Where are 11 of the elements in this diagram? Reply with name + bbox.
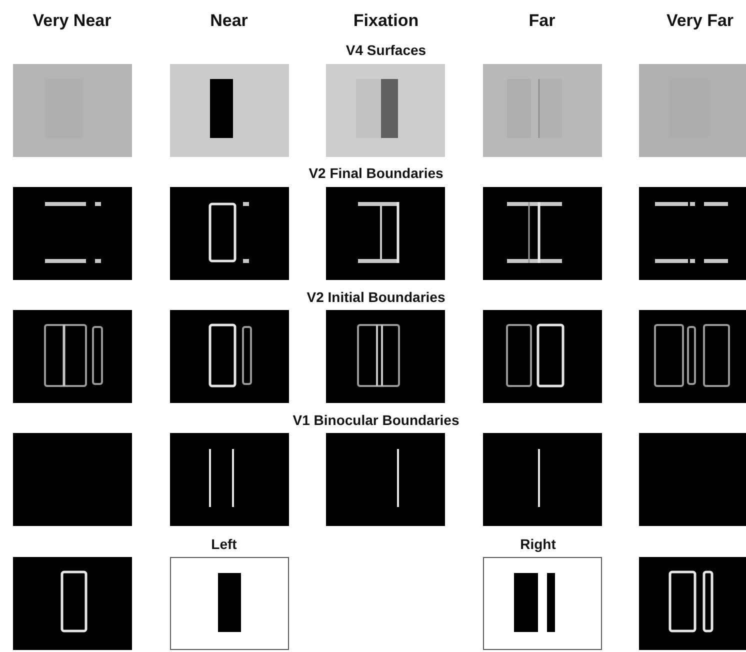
row-title: V4 Surfaces — [346, 43, 426, 57]
column-header: Fixation — [353, 12, 419, 29]
row-title: V2 Initial Boundaries — [306, 290, 446, 304]
row-title: V1 Binocular Boundaries — [292, 413, 460, 427]
column-header: Far — [528, 12, 556, 29]
column-header: Very Near — [32, 12, 112, 29]
image-caption: Left — [211, 537, 237, 551]
image-caption: Right — [520, 537, 556, 551]
column-header: Near — [210, 12, 248, 29]
column-header: Very Far — [666, 12, 734, 29]
row-title: V2 Final Boundaries — [308, 166, 444, 180]
